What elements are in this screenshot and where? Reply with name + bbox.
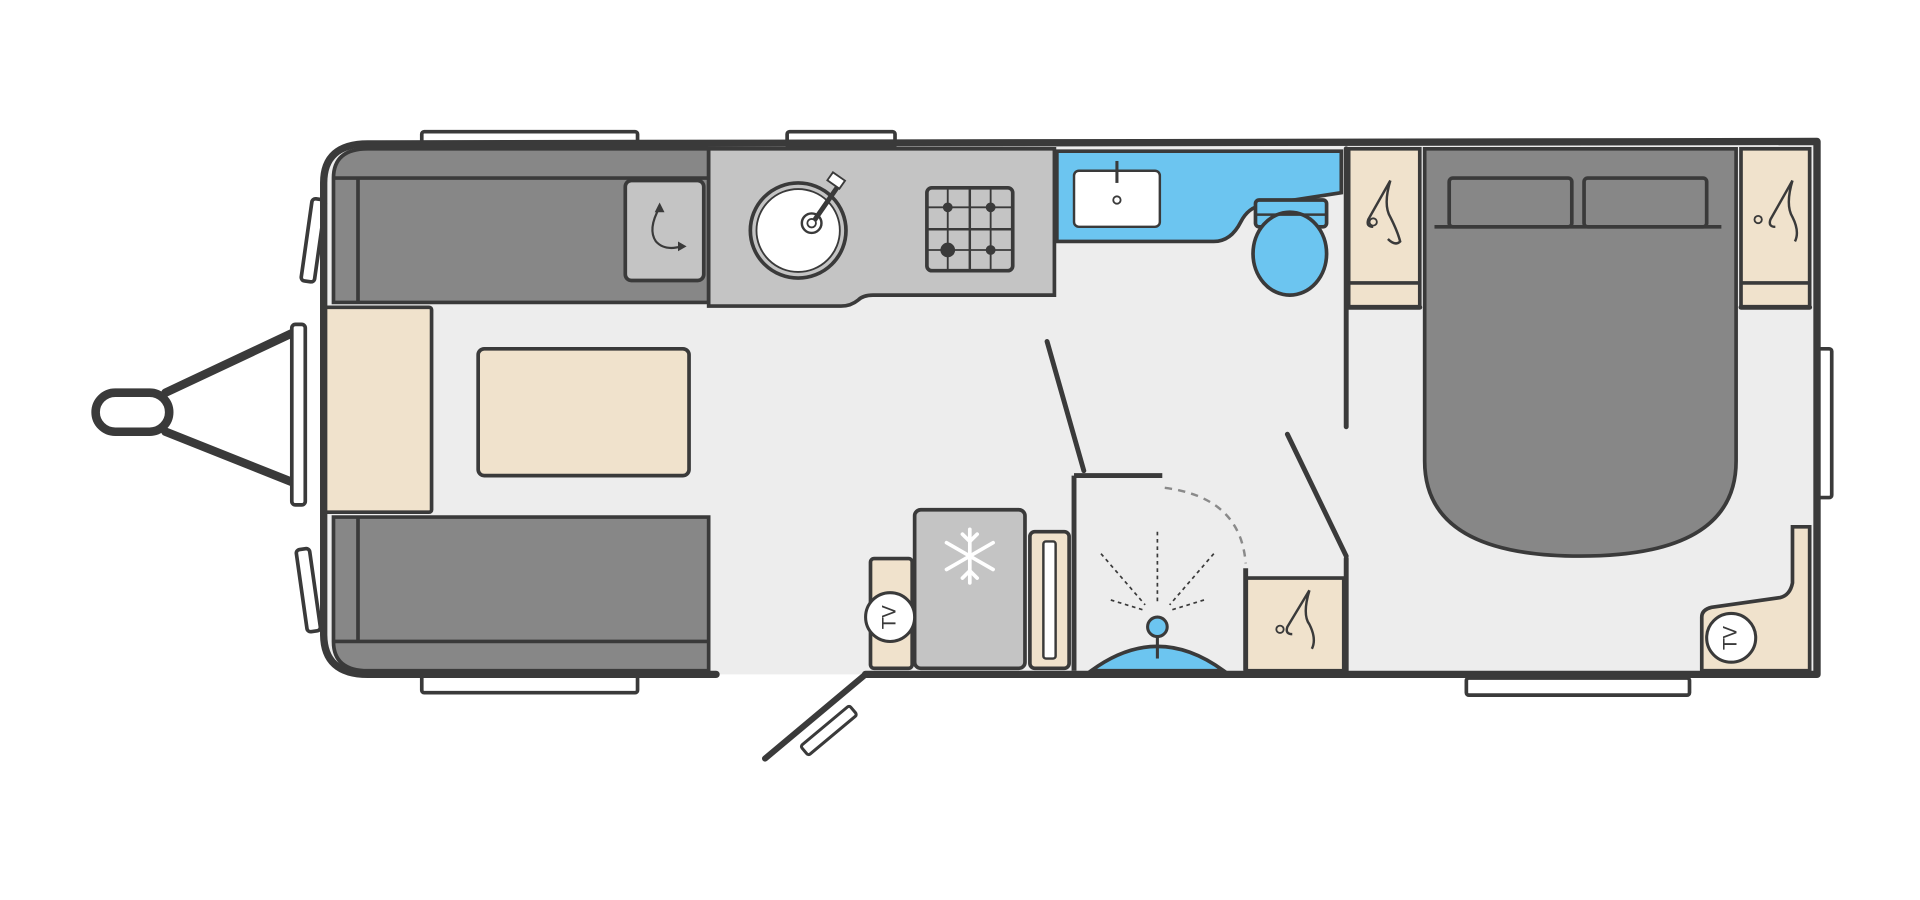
tv-label-bedroom: TV (1721, 626, 1742, 651)
tv-cabinet: TV (864, 556, 917, 671)
window-front-middle (289, 322, 308, 507)
wardrobe-right (1739, 146, 1812, 310)
tall-housing (1028, 529, 1071, 671)
basin-icon (1072, 160, 1162, 229)
swing-arrow-icon (651, 206, 682, 250)
tv-icon: TV (1705, 611, 1758, 664)
wardrobe-left (1346, 146, 1422, 310)
gas-hob-icon (925, 185, 1015, 273)
window-bottom-bedroom (1464, 676, 1692, 697)
pillow-left (1447, 176, 1574, 229)
kitchen-sink-icon (748, 171, 848, 280)
double-bed (1422, 146, 1738, 558)
entrance-door[interactable] (761, 671, 869, 762)
bedroom-dresser: TV (1699, 525, 1812, 673)
coat-hanger-icon (1285, 589, 1316, 650)
coat-hanger-icon (1366, 179, 1402, 245)
fridge (912, 507, 1027, 671)
snowflake-icon (944, 527, 995, 585)
window-front-top (299, 196, 328, 284)
coat-hanger-icon (1768, 179, 1799, 243)
front-chest (321, 305, 434, 515)
tow-hitch-icon (91, 325, 305, 490)
shower-room (1071, 473, 1249, 673)
window-front-bottom (294, 546, 323, 634)
partition-walls (1044, 146, 1813, 674)
window-bottom-left (419, 673, 640, 695)
corner-cupboard (623, 178, 706, 283)
wardrobe-washroom (1243, 576, 1346, 673)
tv-label-lounge: TV (880, 605, 901, 630)
toilet-icon (1251, 198, 1329, 297)
lounge-sofa-lower (331, 515, 711, 673)
coffee-table (476, 346, 691, 478)
outer-walls (320, 137, 1821, 679)
pillow-right (1582, 176, 1709, 229)
tv-icon: TV (864, 591, 917, 643)
